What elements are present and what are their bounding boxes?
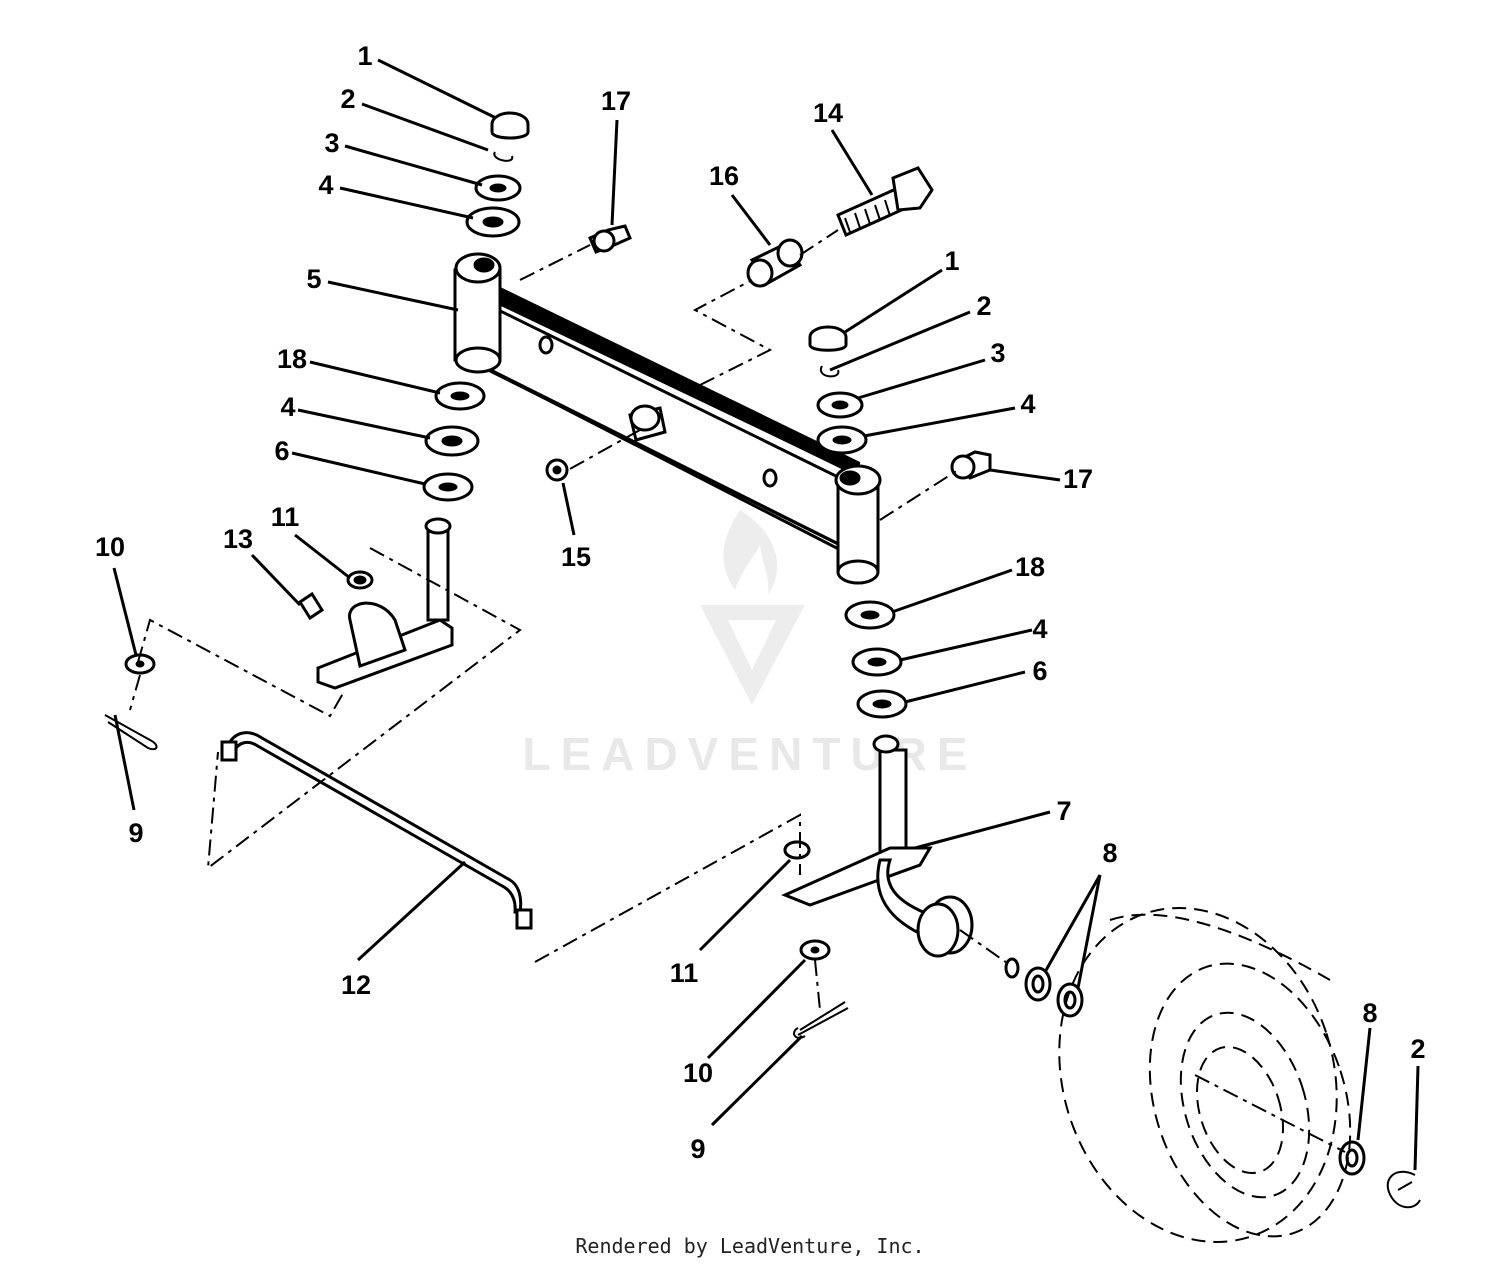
callout-11: 11 [271,502,300,532]
callout-16: 16 [709,161,739,191]
callout-6: 6 [1032,656,1047,686]
callout-labels: 1 2 3 4 5 18 4 6 17 16 14 1 2 3 4 17 15 … [95,41,1426,1164]
callout-18: 18 [1015,552,1045,582]
callout-11: 11 [670,958,699,988]
callout-4: 4 [318,170,333,200]
footer-credit: Rendered by LeadVenture, Inc. [575,1234,925,1258]
callout-8: 8 [1102,838,1117,868]
watermark-text: LEADVENTURE [522,728,977,780]
right-spindle [781,734,974,958]
callout-3: 3 [990,338,1005,368]
front-wheel-outline [1058,907,1352,1243]
callout-10: 10 [95,532,125,562]
callout-7: 7 [1056,796,1071,826]
callout-9: 9 [690,1134,705,1164]
callout-8: 8 [1362,998,1377,1028]
callout-13: 13 [223,524,253,554]
callout-18: 18 [277,344,307,374]
clip-left [493,151,514,162]
callout-5: 5 [306,264,321,294]
callout-2: 2 [340,84,355,114]
callout-12: 12 [341,970,371,1000]
clip-right [819,365,840,378]
callout-2: 2 [976,291,991,321]
callout-9: 9 [128,818,143,848]
axle-beam [453,252,882,585]
fittings-and-hardware [104,166,1421,1209]
callout-17: 17 [601,86,631,116]
leader-lines [112,58,1420,1171]
callout-15: 15 [561,542,591,572]
right-kingpin-stack [808,325,908,719]
callout-3: 3 [324,128,339,158]
assembly-lines [129,229,1346,1153]
left-kingpin-stack [422,111,530,502]
left-spindle [297,517,454,690]
callout-2: 2 [1410,1034,1425,1064]
callout-1: 1 [944,246,959,276]
callout-4: 4 [1032,614,1047,644]
callout-4: 4 [280,392,295,422]
callout-1: 1 [357,41,372,71]
callout-10: 10 [683,1058,713,1088]
callout-4: 4 [1020,389,1035,419]
callout-6: 6 [274,436,289,466]
callout-17: 17 [1063,464,1093,494]
tie-rod [220,731,533,930]
callout-14: 14 [813,98,843,128]
